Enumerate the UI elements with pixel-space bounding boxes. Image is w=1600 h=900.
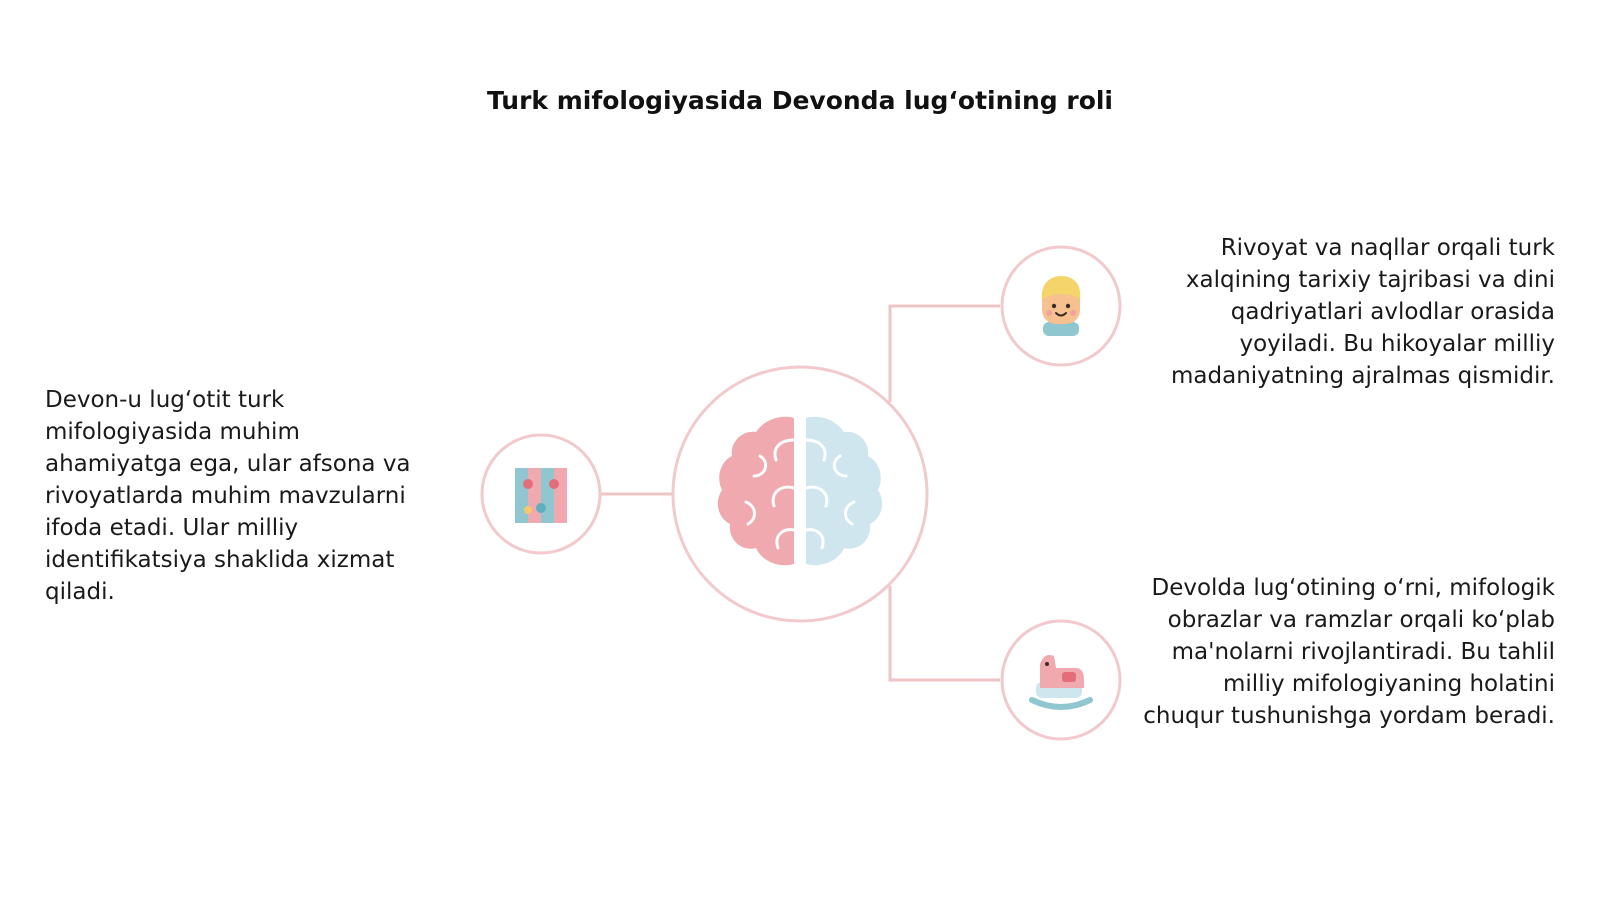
connectors <box>600 304 1000 682</box>
center-node <box>671 365 929 623</box>
page-title: Turk mifologiyasida Devonda lug‘otining … <box>486 86 1114 115</box>
rocking-horse-icon <box>1029 655 1093 710</box>
puzzle-icon <box>515 468 567 523</box>
right-bottom-node-text: Devolda lug‘otining o‘rni, mifologik obr… <box>1143 575 1555 729</box>
left-node-text: Devon-u lug‘otit turk mifologiyasida muh… <box>45 387 411 605</box>
right-top-node-text: Rivoyat va naqllar orqali turk xalqining… <box>1171 235 1555 389</box>
right-top-node <box>1000 245 1122 367</box>
left-node <box>480 433 602 555</box>
connector-right-bottom <box>888 586 1000 682</box>
brain-icon <box>717 416 883 566</box>
connector-right-top <box>888 304 1000 402</box>
child-face-icon <box>1041 276 1081 336</box>
right-bottom-node <box>1000 619 1122 741</box>
